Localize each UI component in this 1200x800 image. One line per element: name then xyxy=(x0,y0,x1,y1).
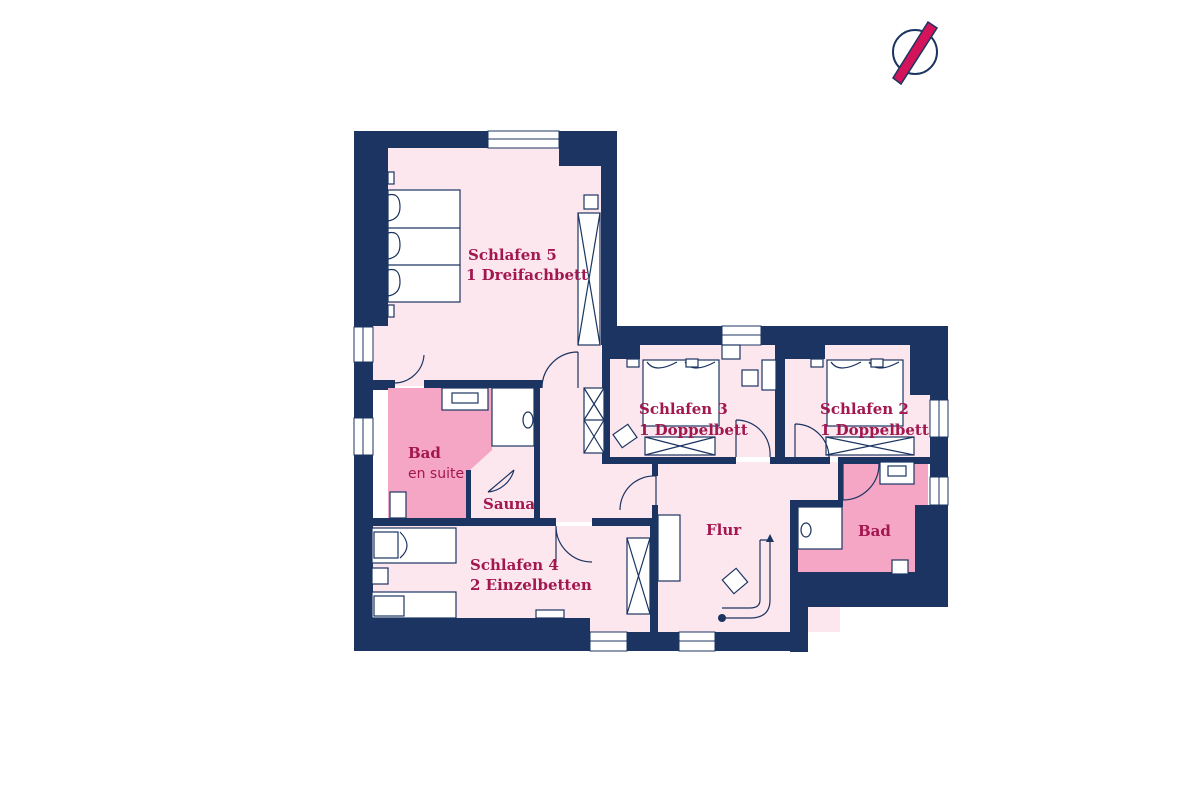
label-schlafen3-bed: 1 Doppelbett xyxy=(639,421,748,439)
ensuite-fixtures xyxy=(389,387,535,519)
label-schlafen3-name: Schlafen 3 xyxy=(639,400,728,418)
label-bad-ensuite-name: Bad xyxy=(408,444,441,462)
triple-bed xyxy=(387,171,461,318)
bad-fixtures xyxy=(797,461,915,575)
label-schlafen2-bed: 1 Doppelbett xyxy=(820,421,929,439)
label-sauna: Sauna xyxy=(483,495,535,513)
label-schlafen5-name: Schlafen 5 xyxy=(468,246,557,264)
single-beds xyxy=(371,527,651,619)
furniture xyxy=(371,171,915,622)
windows xyxy=(353,130,949,652)
north-arrow-icon xyxy=(891,20,939,86)
label-schlafen4-bed: 2 Einzelbetten xyxy=(470,576,592,594)
room-labels: Schlafen 5 1 Dreifachbett Schlafen 3 1 D… xyxy=(408,246,929,594)
double-bed-3 xyxy=(612,344,777,456)
double-bed-2 xyxy=(810,358,915,456)
walls xyxy=(354,131,948,652)
label-flur: Flur xyxy=(706,521,742,539)
label-bad-ensuite-sub: en suite xyxy=(408,466,464,482)
wardrobe xyxy=(577,194,601,346)
label-bad: Bad xyxy=(858,522,891,540)
flur-fixtures xyxy=(657,514,774,622)
label-schlafen5-bed: 1 Dreifachbett xyxy=(466,266,588,284)
corridor-cabinet xyxy=(583,387,605,454)
doors xyxy=(394,351,880,563)
label-schlafen2-name: Schlafen 2 xyxy=(820,400,909,418)
label-schlafen4-name: Schlafen 4 xyxy=(470,556,559,574)
